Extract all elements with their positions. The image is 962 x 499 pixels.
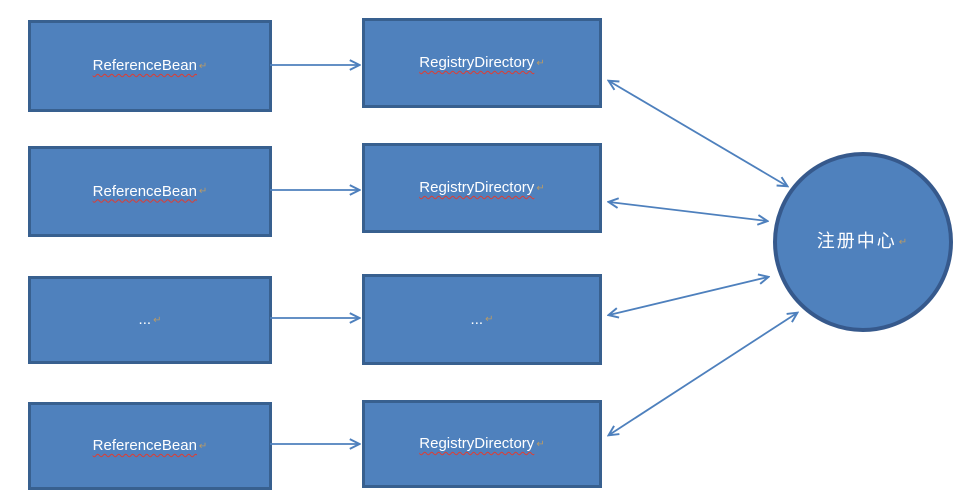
paragraph-mark-icon: ↵ bbox=[536, 57, 545, 69]
paragraph-mark-icon: ↵ bbox=[198, 186, 208, 197]
registry-directory-label: RegistryDirectory bbox=[419, 179, 535, 196]
registry-directory-box-3: RegistryDirectory↵ bbox=[362, 400, 602, 488]
registry-center-circle: 注册中心↵ bbox=[773, 152, 953, 332]
arrow-row3-to-registry bbox=[609, 277, 768, 315]
reference-bean-label: ReferenceBean bbox=[92, 182, 197, 200]
reference-bean-box-3: ReferenceBean↵ bbox=[28, 402, 272, 490]
paragraph-mark-icon: ↵ bbox=[153, 314, 162, 326]
arrow-row4-to-registry bbox=[609, 313, 797, 435]
reference-bean-box-1: ReferenceBean↵ bbox=[28, 20, 272, 112]
paragraph-mark-icon: ↵ bbox=[898, 236, 910, 248]
paragraph-mark-icon: ↵ bbox=[536, 182, 545, 194]
paragraph-mark-icon: ↵ bbox=[536, 438, 545, 450]
registry-directory-box-2: RegistryDirectory↵ bbox=[362, 143, 602, 233]
ellipsis-label: ... bbox=[138, 311, 152, 328]
reference-bean-box-2: ReferenceBean↵ bbox=[28, 146, 272, 237]
registry-directory-box-1: RegistryDirectory↵ bbox=[362, 18, 602, 108]
ellipsis-label: ... bbox=[470, 310, 484, 328]
arrow-row2-to-registry bbox=[609, 202, 767, 221]
paragraph-mark-icon: ↵ bbox=[198, 440, 208, 452]
reference-bean-label: ReferenceBean bbox=[92, 437, 197, 454]
registry-directory-label: RegistryDirectory bbox=[419, 435, 535, 452]
ellipsis-box-left: ...↵ bbox=[28, 276, 272, 364]
arrow-row1-to-registry bbox=[609, 81, 787, 186]
ellipsis-box-middle: ...↵ bbox=[362, 274, 602, 365]
reference-bean-label: ReferenceBean bbox=[92, 57, 197, 74]
registry-center-label: 注册中心 bbox=[816, 231, 897, 252]
paragraph-mark-icon: ↵ bbox=[198, 60, 208, 72]
registry-directory-label: RegistryDirectory bbox=[419, 54, 535, 71]
paragraph-mark-icon: ↵ bbox=[485, 314, 494, 325]
